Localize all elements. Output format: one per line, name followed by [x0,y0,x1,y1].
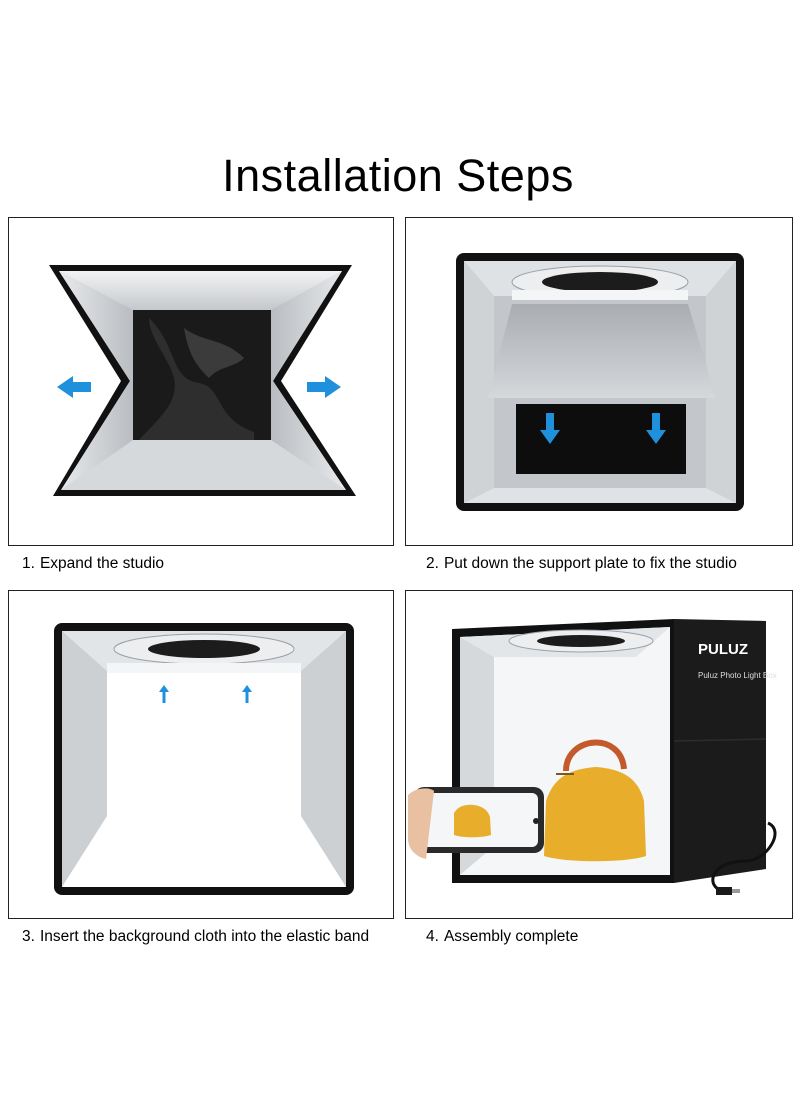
step-4-text: Assembly complete [443,928,579,945]
step-3-illustration [54,623,354,895]
step-1-panel [8,217,394,546]
usb-cable-icon [711,821,777,895]
arrow-up-icon [159,685,169,703]
step-1-text: Expand the studio [39,555,165,572]
step-4-number: 4. [426,928,439,945]
step-1-caption: 1.Expand the studio [22,554,164,574]
product-label: Puluz Photo Light Box [698,671,777,680]
step-4-caption: 4.Assembly complete [426,927,578,947]
step-1-illustration [49,265,356,496]
step-3-caption: 3.Insert the background cloth into the e… [22,927,369,947]
step-2-caption: 2.Put down the support plate to fix the … [426,554,737,574]
arrow-right-icon [307,376,341,398]
arrow-up-icon [242,685,252,703]
brand-logo: PULUZ [698,641,748,658]
step-3-text: Insert the background cloth into the ela… [39,928,370,945]
step-1-number: 1. [22,555,35,572]
arrow-down-icon [540,413,560,444]
step-3-number: 3. [22,928,35,945]
arrow-left-icon [57,376,91,398]
step-4-illustration [408,619,777,895]
step-4-panel: PULUZ Puluz Photo Light Box [405,590,793,919]
arrow-down-icon [646,413,666,444]
step-2-illustration [456,253,744,511]
step-2-text: Put down the support plate to fix the st… [443,555,737,572]
step-2-panel [405,217,793,546]
page-title: Installation Steps [222,150,574,201]
step-2-number: 2. [426,555,439,572]
step-3-panel [8,590,394,919]
